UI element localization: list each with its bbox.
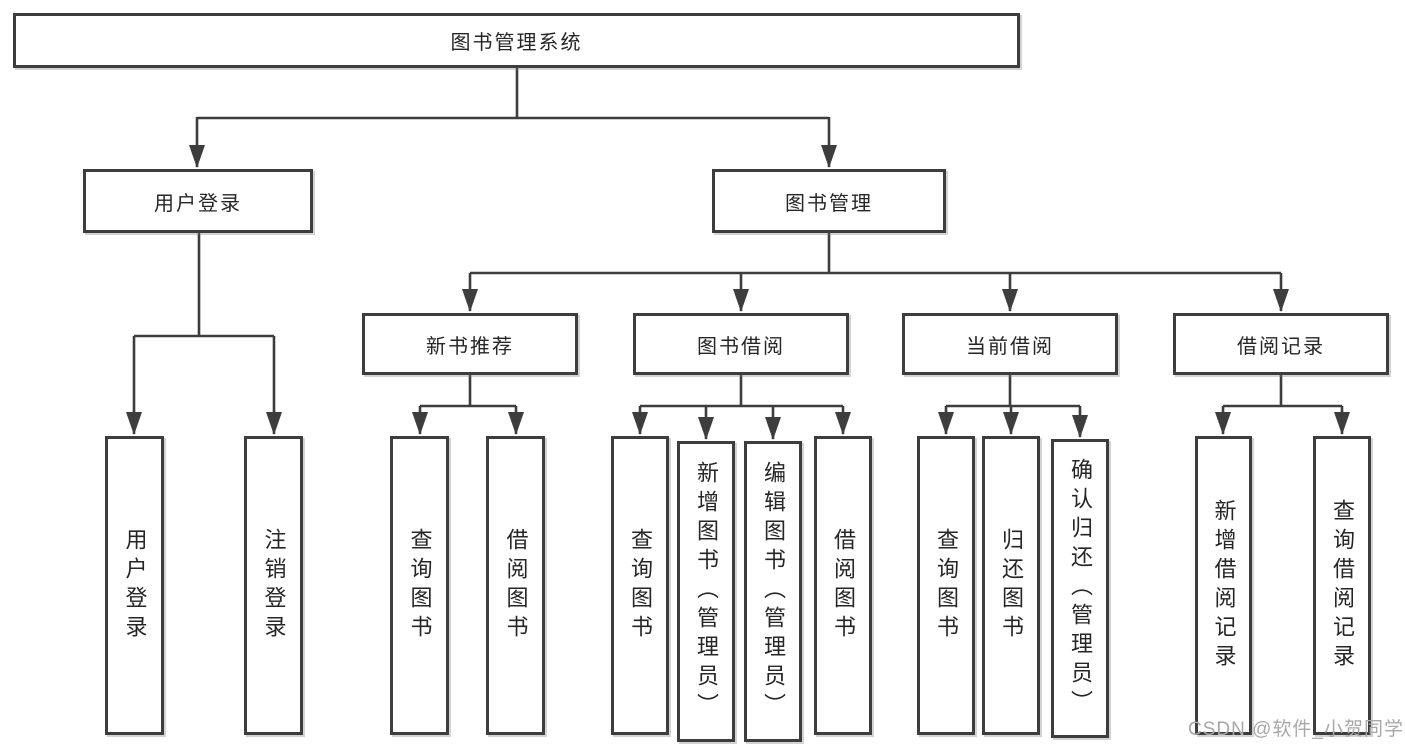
leaf-query-books-borrow: 查询图书 [611, 436, 669, 735]
node-user-login: 用户登录 [83, 169, 313, 233]
edge-bookmgmt-trunk [470, 233, 1281, 275]
node-new-book-recommend-label: 新书推荐 [426, 335, 514, 358]
node-current-borrowing: 当前借阅 [902, 313, 1118, 375]
edge-current-trunk [946, 375, 1080, 408]
edge-records-trunk [1223, 375, 1342, 408]
node-book-borrowing-label: 图书借阅 [697, 335, 785, 358]
leaf-confirm-return-admin-label: 确认归还（管理员） [1068, 458, 1093, 719]
node-book-management: 图书管理 [712, 169, 946, 233]
leaf-edit-book-admin-label: 编辑图书（管理员） [761, 461, 786, 722]
leaf-confirm-return-admin: 确认归还（管理员） [1051, 439, 1109, 738]
leaf-add-borrow-record: 新增借阅记录 [1195, 436, 1252, 735]
node-user-login-label: 用户登录 [154, 192, 242, 215]
leaf-logout: 注销登录 [244, 436, 303, 735]
leaf-query-books-recommend: 查询图书 [390, 436, 449, 735]
edge-borrow-trunk [640, 375, 843, 408]
leaf-edit-book-admin: 编辑图书（管理员） [744, 441, 802, 742]
leaf-add-borrow-record-label: 新增借阅记录 [1211, 498, 1237, 673]
leaf-user-login: 用户登录 [105, 436, 164, 735]
leaf-borrow-books: 借阅图书 [814, 436, 872, 735]
leaf-query-books-borrow-label: 查询图书 [628, 527, 653, 644]
leaf-logout-label: 注销登录 [261, 527, 287, 644]
edge-userlogin-trunk [134, 233, 274, 338]
leaf-query-books-recommend-label: 查询图书 [407, 527, 433, 644]
leaf-query-borrow-record: 查询借阅记录 [1313, 436, 1371, 735]
leaf-query-books-current-label: 查询图书 [934, 527, 959, 644]
leaf-return-book: 归还图书 [982, 436, 1040, 735]
leaf-query-books-current: 查询图书 [917, 436, 975, 735]
leaf-add-book-admin-label: 新增图书（管理员） [694, 461, 719, 722]
edge-root-trunk [197, 68, 829, 120]
leaf-borrow-books-recommend-label: 借阅图书 [503, 527, 529, 644]
leaf-borrow-books-label: 借阅图书 [831, 527, 856, 644]
leaf-add-book-admin: 新增图书（管理员） [677, 441, 735, 742]
leaf-user-login-label: 用户登录 [122, 527, 148, 644]
node-borrowing-records: 借阅记录 [1173, 313, 1389, 375]
node-library-system-label: 图书管理系统 [450, 32, 583, 54]
node-library-system: 图书管理系统 [13, 13, 1020, 68]
node-book-borrowing: 图书借阅 [633, 313, 849, 375]
node-book-management-label: 图书管理 [785, 192, 873, 215]
leaf-borrow-books-recommend: 借阅图书 [486, 436, 545, 735]
leaf-query-borrow-record-label: 查询借阅记录 [1330, 498, 1355, 673]
watermark: CSDN @软件_小贺同学 [1188, 719, 1404, 740]
leaf-return-book-label: 归还图书 [999, 527, 1024, 644]
node-new-book-recommend: 新书推荐 [362, 313, 578, 375]
edge-newbook-trunk [420, 375, 516, 408]
node-current-borrowing-label: 当前借阅 [966, 335, 1054, 358]
node-borrowing-records-label: 借阅记录 [1237, 335, 1325, 358]
